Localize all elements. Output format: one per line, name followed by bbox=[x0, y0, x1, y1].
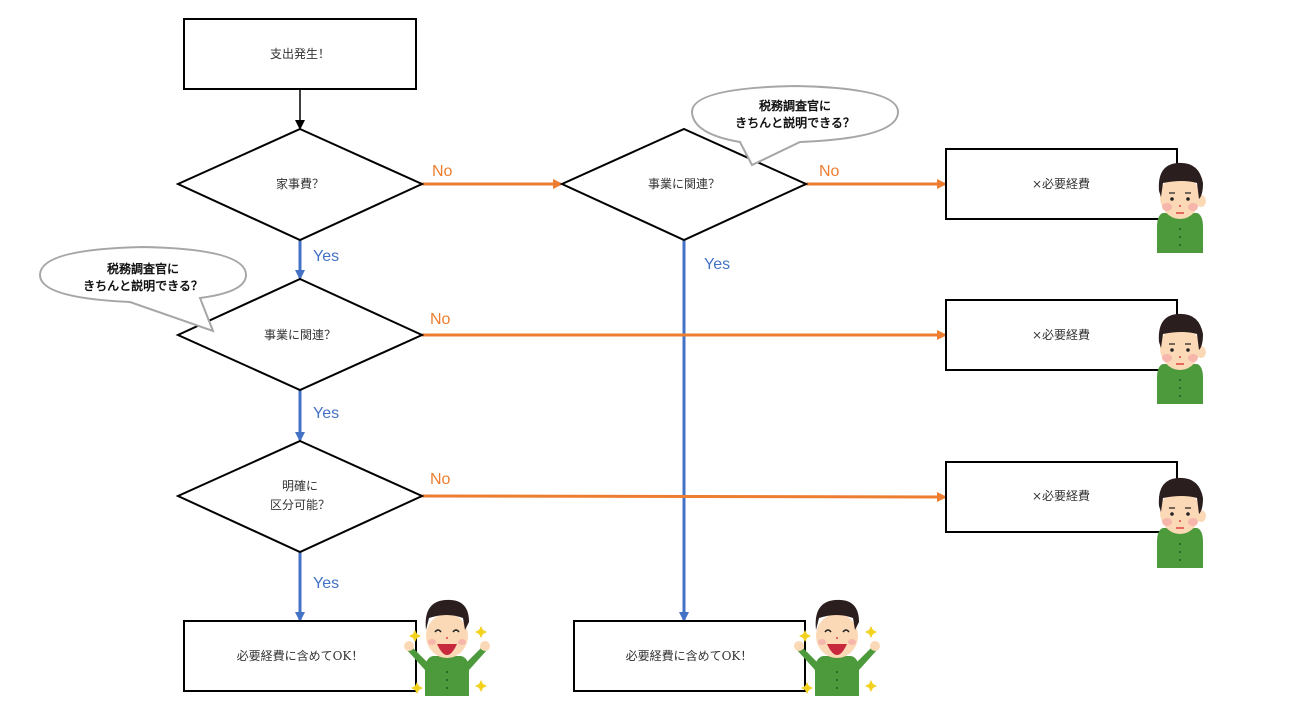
node-question-business-left-label: 事業に関連？ bbox=[264, 328, 336, 342]
happy-person-icon bbox=[793, 599, 881, 697]
speech-bubble-top-line2: きちんと説明できる？ bbox=[735, 115, 855, 130]
node-question-clear-division: 明確に 区分可能？ bbox=[175, 439, 425, 554]
node-ng-2: ×必要経費 bbox=[945, 299, 1178, 371]
node-ng-3-label: ×必要経費 bbox=[1032, 488, 1090, 503]
node-ng-1: ×必要経費 bbox=[945, 148, 1178, 220]
speech-bubble-top: 税務調査官に きちんと説明できる？ bbox=[690, 84, 900, 167]
node-ok-right: 必要経費に含めてOK！ bbox=[573, 620, 806, 692]
speech-bubble-left-line2: きちんと説明できる？ bbox=[83, 278, 203, 293]
node-ok-left-label: 必要経費に含めてOK！ bbox=[237, 648, 364, 663]
node-ng-3: ×必要経費 bbox=[945, 461, 1178, 533]
node-question-business-right: 事業に関連？ bbox=[559, 127, 809, 242]
neutral-person-icon bbox=[1156, 477, 1207, 569]
edge-label-no: No bbox=[430, 471, 451, 488]
speech-bubble-left-line1: 税務調査官に bbox=[107, 261, 179, 276]
neutral-person-icon bbox=[1156, 313, 1207, 405]
node-question-clear-line1: 明確に bbox=[282, 478, 318, 493]
node-ng-2-label: ×必要経費 bbox=[1032, 327, 1090, 342]
edge-clear-no bbox=[421, 491, 947, 502]
node-question-household-label: 家事費？ bbox=[276, 176, 324, 191]
node-ok-right-label: 必要経費に含めてOK！ bbox=[626, 648, 753, 663]
node-question-business-left: 事業に関連？ bbox=[175, 277, 425, 392]
edge-label-no: No bbox=[430, 311, 451, 328]
edge-label-yes: Yes bbox=[704, 256, 730, 273]
edge-label-no: No bbox=[819, 163, 840, 180]
node-question-clear-line2: 区分可能？ bbox=[270, 498, 330, 512]
edge-label-no: No bbox=[432, 163, 453, 180]
speech-bubble-top-line1: 税務調査官に bbox=[759, 98, 831, 113]
node-start: 支出発生！ bbox=[183, 18, 417, 90]
neutral-person-icon bbox=[1156, 162, 1207, 254]
node-start-label: 支出発生！ bbox=[270, 47, 330, 61]
node-ok-left: 必要経費に含めてOK！ bbox=[183, 620, 417, 692]
edge-label-yes: Yes bbox=[313, 575, 339, 592]
edge-label-yes: Yes bbox=[313, 248, 339, 265]
node-question-business-right-label: 事業に関連？ bbox=[648, 177, 720, 191]
speech-bubble-left: 税務調査官に きちんと説明できる？ bbox=[38, 245, 248, 333]
node-ng-1-label: ×必要経費 bbox=[1032, 176, 1090, 191]
edge-label-yes: Yes bbox=[313, 405, 339, 422]
node-question-household: 家事費？ bbox=[175, 127, 425, 242]
